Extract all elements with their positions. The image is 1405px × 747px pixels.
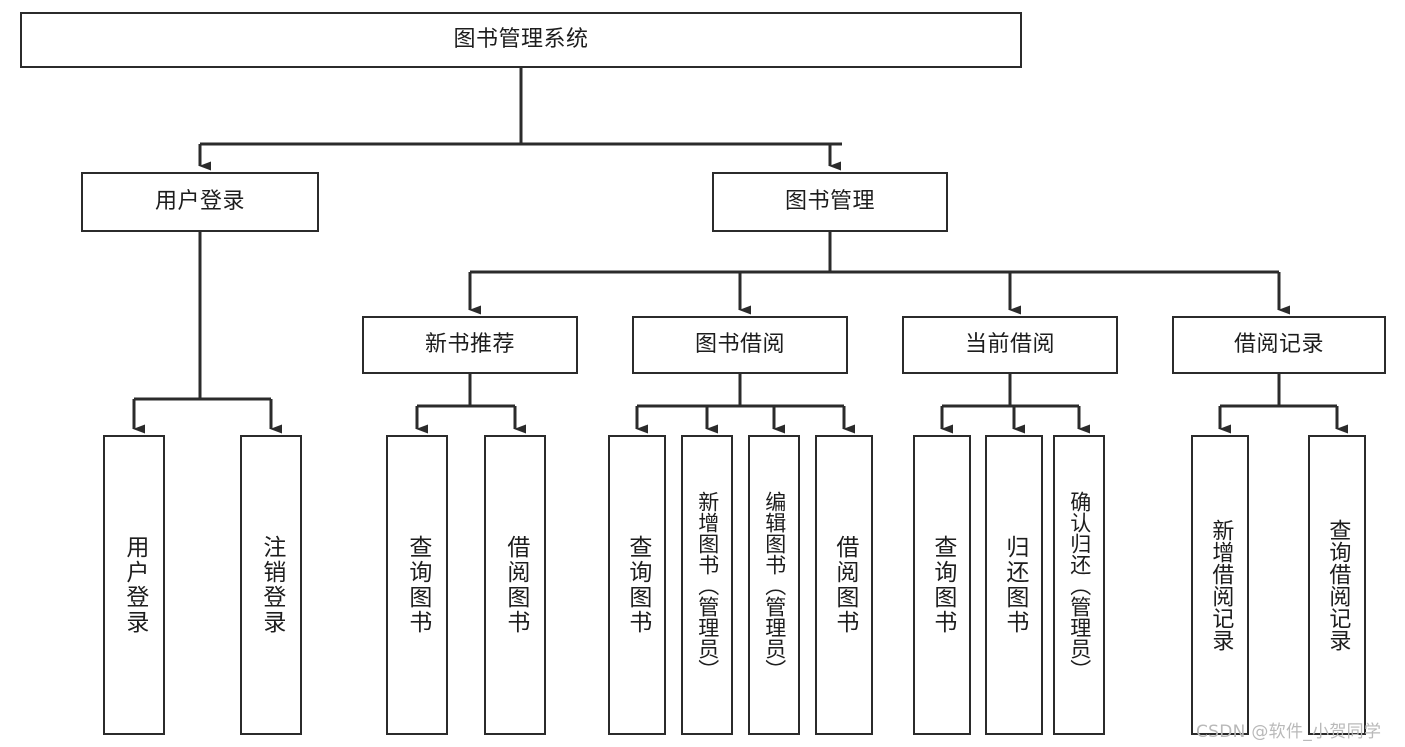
leaf-query-book-current[interactable]: 查询图书 <box>913 435 971 735</box>
node-new-book-recommend-label: 新书推荐 <box>424 331 515 357</box>
connectors-user-login-to-leaves <box>132 232 282 434</box>
connectors-new-book-to-leaves <box>415 374 526 434</box>
node-user-login-label: 用户登录 <box>154 188 245 214</box>
leaf-query-borrow-record-label: 查询借阅记录 <box>1325 519 1351 651</box>
node-borrow-record[interactable]: 借阅记录 <box>1172 316 1386 374</box>
leaf-borrow-book-borrow-label: 借阅图书 <box>831 535 858 635</box>
leaf-query-book-current-label: 查询图书 <box>929 535 956 635</box>
node-book-management[interactable]: 图书管理 <box>712 172 948 232</box>
node-root[interactable]: 图书管理系统 <box>20 12 1022 68</box>
leaf-query-borrow-record[interactable]: 查询借阅记录 <box>1308 435 1366 735</box>
leaf-borrow-book-recommend-label: 借阅图书 <box>502 535 529 635</box>
connectors-root-to-level2 <box>198 68 842 171</box>
leaf-return-book-label: 归还图书 <box>1001 535 1028 635</box>
node-book-borrow-label: 图书借阅 <box>694 331 785 357</box>
leaf-logout[interactable]: 注销登录 <box>240 435 302 735</box>
leaf-add-book-admin[interactable]: 新增图书（管理员） <box>681 435 733 735</box>
leaf-confirm-return-admin[interactable]: 确认归还（管理员） <box>1053 435 1105 735</box>
leaf-add-borrow-record[interactable]: 新增借阅记录 <box>1191 435 1249 735</box>
leaf-user-login[interactable]: 用户登录 <box>103 435 165 735</box>
node-current-borrow[interactable]: 当前借阅 <box>902 316 1118 374</box>
connectors-borrow-to-leaves <box>635 374 855 434</box>
leaf-edit-book-admin[interactable]: 编辑图书（管理员） <box>748 435 800 735</box>
leaf-query-book-borrow-label: 查询图书 <box>624 535 651 635</box>
leaf-query-book-recommend-label: 查询图书 <box>404 535 431 635</box>
leaf-query-book-borrow[interactable]: 查询图书 <box>608 435 666 735</box>
leaf-user-login-label: 用户登录 <box>121 535 148 635</box>
leaf-borrow-book-borrow[interactable]: 借阅图书 <box>815 435 873 735</box>
node-root-label: 图书管理系统 <box>453 26 589 52</box>
leaf-return-book[interactable]: 归还图书 <box>985 435 1043 735</box>
connectors-current-borrow-to-leaves <box>940 374 1090 434</box>
connectors-book-management-to-level3 <box>468 232 1290 315</box>
node-book-borrow[interactable]: 图书借阅 <box>632 316 848 374</box>
connectors-borrow-record-to-leaves <box>1218 374 1348 434</box>
leaf-add-book-admin-label: 新增图书（管理员） <box>695 490 720 680</box>
node-user-login[interactable]: 用户登录 <box>81 172 319 232</box>
leaf-edit-book-admin-label: 编辑图书（管理员） <box>762 490 787 680</box>
node-new-book-recommend[interactable]: 新书推荐 <box>362 316 578 374</box>
leaf-query-book-recommend[interactable]: 查询图书 <box>386 435 448 735</box>
leaf-confirm-return-admin-label: 确认归还（管理员） <box>1067 490 1092 680</box>
node-current-borrow-label: 当前借阅 <box>964 331 1055 357</box>
leaf-add-borrow-record-label: 新增借阅记录 <box>1208 519 1234 651</box>
node-book-management-label: 图书管理 <box>784 188 875 214</box>
node-borrow-record-label: 借阅记录 <box>1233 331 1324 357</box>
leaf-borrow-book-recommend[interactable]: 借阅图书 <box>484 435 546 735</box>
leaf-logout-label: 注销登录 <box>258 535 285 635</box>
